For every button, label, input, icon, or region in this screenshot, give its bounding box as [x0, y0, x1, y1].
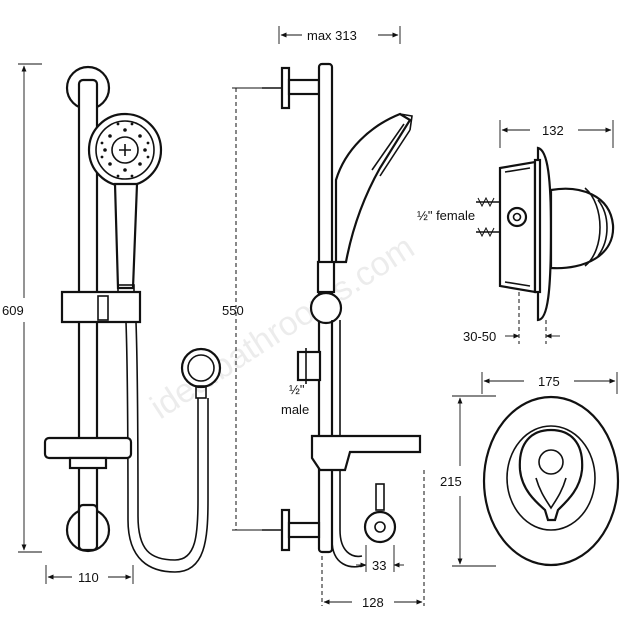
- dim-valve-front-width: 175: [538, 374, 560, 389]
- watermark: idealbathrooms.com: [144, 228, 421, 427]
- valve-side-inlet-label: ½" female: [417, 208, 475, 223]
- valve-side-view: 132 ½" female 30-50: [417, 120, 615, 344]
- dim-side-max-width: max 313: [307, 28, 357, 43]
- side-inlet-type: male: [281, 402, 309, 417]
- dim-valve-front-height: 215: [440, 474, 462, 489]
- dim-side-height: 550: [222, 303, 244, 318]
- dim-side-bottom-width: 128: [362, 595, 384, 610]
- dim-valve-side-width: 132: [542, 123, 564, 138]
- valve-front-view: 175 215: [440, 372, 620, 567]
- front-view-shower-kit: 609 110: [2, 63, 222, 585]
- dim-side-connector: 33: [372, 558, 386, 573]
- side-inlet-size: ½": [289, 382, 305, 397]
- dim-front-width: 110: [78, 570, 99, 585]
- dim-valve-side-depth: 30-50: [463, 329, 496, 344]
- side-view-shower-kit: max 313 ½" male 550: [222, 26, 425, 610]
- dim-front-height: 609: [2, 303, 24, 318]
